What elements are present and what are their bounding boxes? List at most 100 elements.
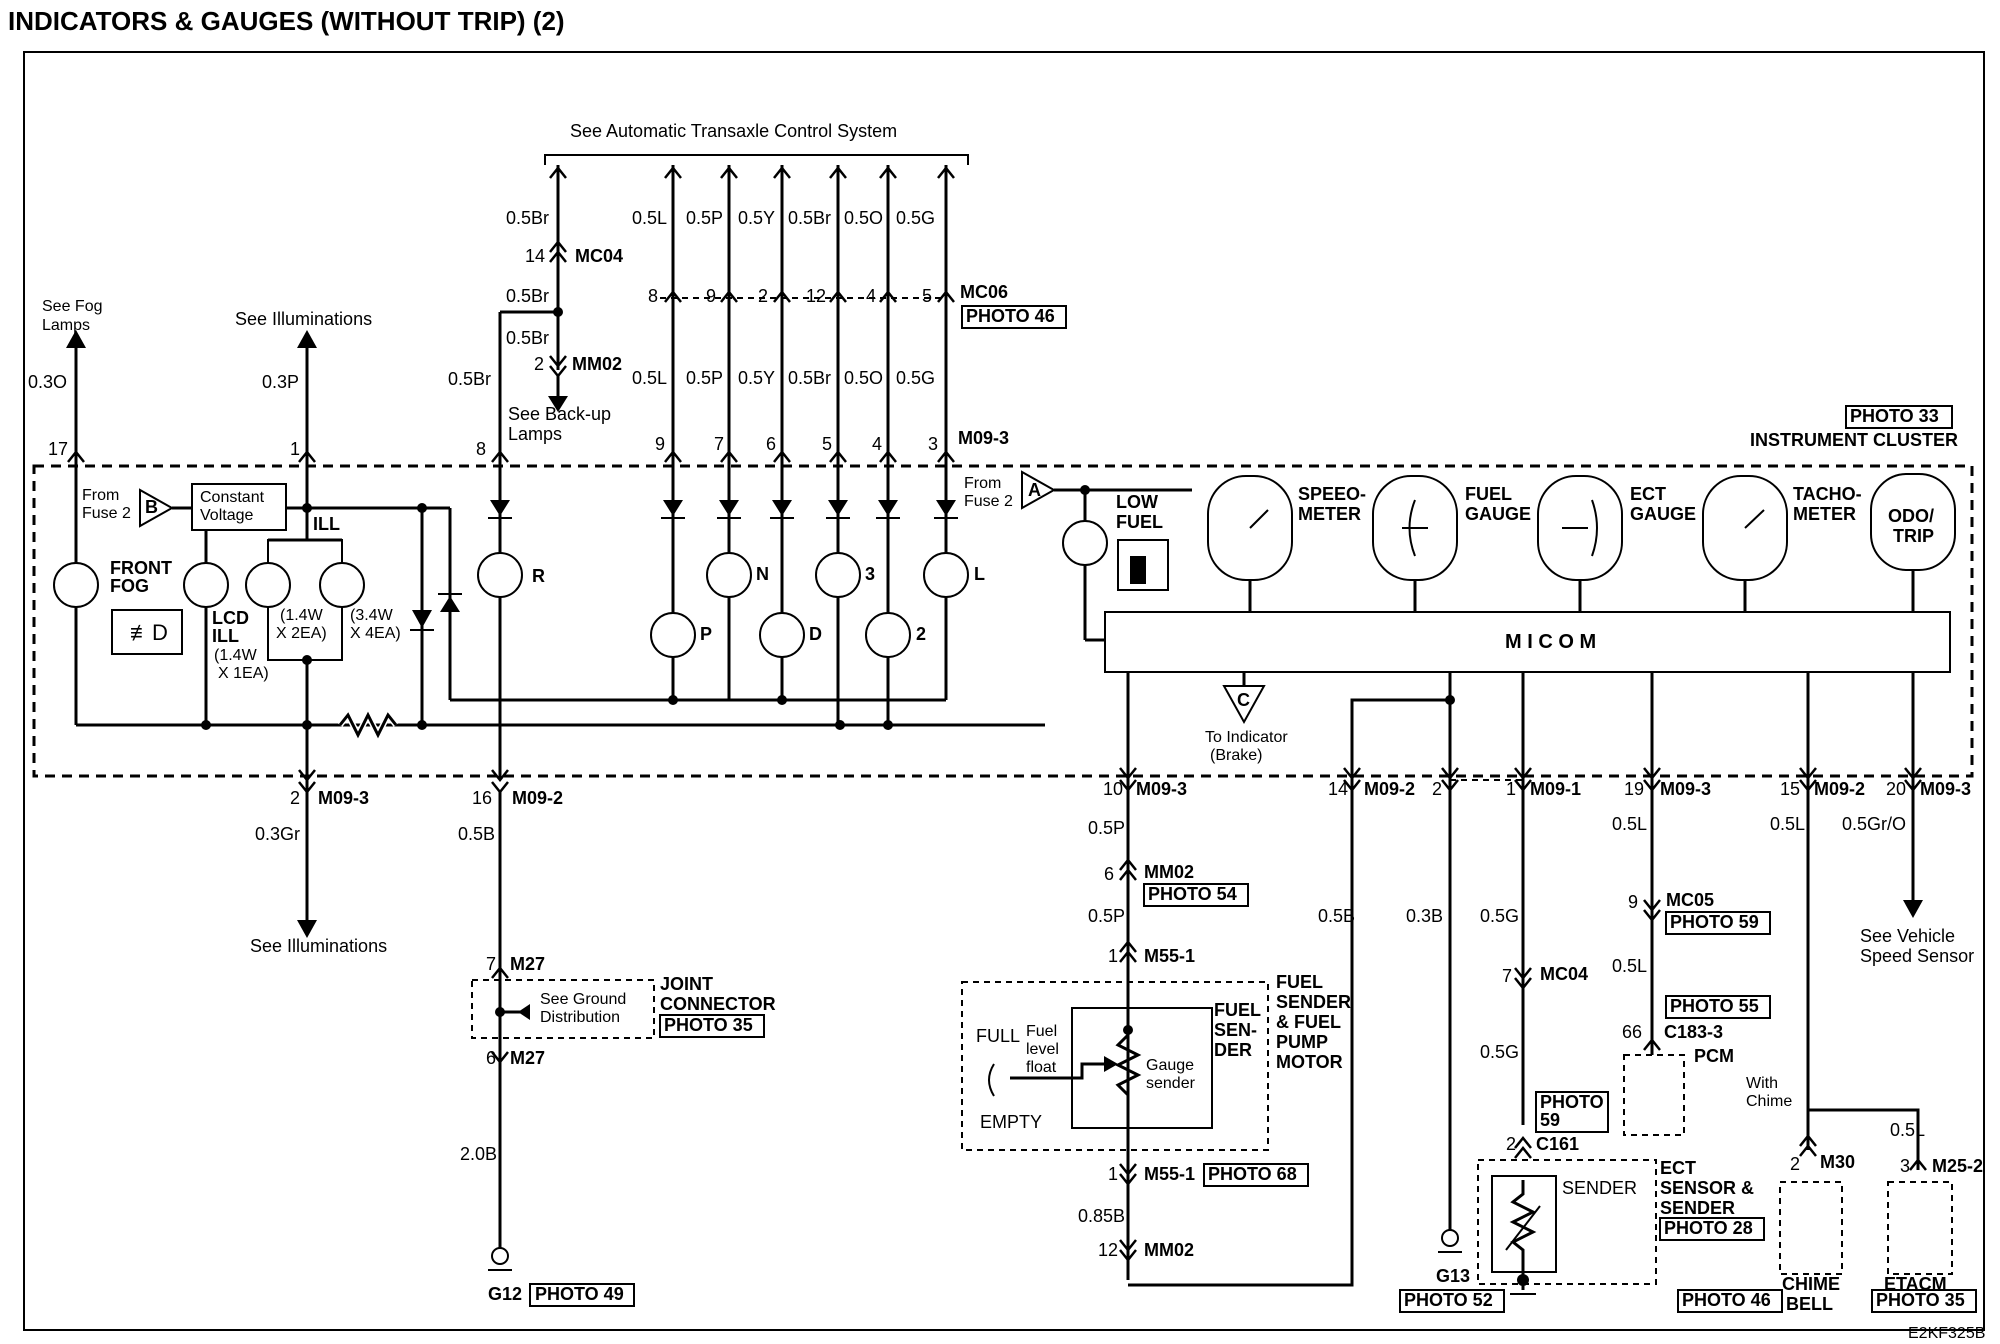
- low-fuel-lamp: [1062, 520, 1108, 566]
- float-label: Fuel: [1026, 1023, 1057, 1040]
- chime-bell-box: [1779, 1181, 1843, 1275]
- from-fuse-b: From: [82, 487, 119, 504]
- tri-c: [1222, 685, 1266, 725]
- mm02-lower: MM02: [1144, 862, 1194, 882]
- m25-2: M25-2: [1932, 1156, 1983, 1176]
- photo-55: PHOTO 55: [1670, 996, 1759, 1016]
- atcs-ref: See Automatic Transaxle Control System: [570, 121, 897, 141]
- pin-66: 66: [1622, 1022, 1642, 1042]
- fuel-pump-icon-box: [1117, 539, 1169, 591]
- photo-54: PHOTO 54: [1148, 884, 1237, 904]
- l05-pcm: 0.5L: [1612, 956, 1647, 976]
- l05-etacm: 0.5L: [1890, 1120, 1925, 1140]
- pin-1-m55-top: 1: [1108, 946, 1118, 966]
- m09-3-a: M09-3: [1136, 779, 1187, 799]
- indicator-d-label: D: [809, 624, 822, 644]
- pin-19: 19: [1624, 779, 1644, 799]
- micom-lower-connectors: [1119, 767, 1922, 793]
- photo-59-mc05: PHOTO 59: [1670, 912, 1759, 932]
- odo-trip-display: [1870, 473, 1956, 571]
- front-fog-lamp: [53, 562, 99, 608]
- page-title: INDICATORS & GAUGES (WITHOUT TRIP) (2): [8, 6, 565, 36]
- photo-35-joint: PHOTO 35: [664, 1015, 753, 1035]
- pcm-dashed-box: [1623, 1054, 1685, 1136]
- m09-3-top-pins: 9 7 6 5 4 3: [655, 434, 938, 454]
- photo-52: PHOTO 52: [1404, 1290, 1493, 1310]
- svg-text:3: 3: [928, 434, 938, 454]
- svg-text:5: 5: [922, 286, 932, 306]
- pin-7-mc04: 7: [1502, 966, 1512, 986]
- b05-right: 0.5B: [1318, 906, 1355, 926]
- lamp-14w: [245, 562, 291, 608]
- photo-59-mc05-box: [1665, 911, 1771, 935]
- pin-14-m09: 14: [1328, 779, 1348, 799]
- to-indicator-2: (Brake): [1210, 747, 1262, 764]
- b03-right: 0.3B: [1406, 906, 1443, 926]
- ill-label: ILL: [313, 514, 340, 534]
- speedometer-label: SPEEO-: [1298, 484, 1366, 504]
- g13-ground-icon: [1441, 1229, 1459, 1247]
- ect-gauge-label: ECT: [1630, 484, 1666, 504]
- indicator-2: [865, 612, 911, 658]
- pin-17: 17: [48, 439, 68, 459]
- tri-a-label: A: [1028, 480, 1041, 500]
- tri-b-label: B: [145, 497, 158, 517]
- pin-10: 10: [1103, 779, 1123, 799]
- resistor-zigzag: [338, 711, 398, 739]
- svg-text:0.5Y: 0.5Y: [738, 368, 775, 388]
- m27-top: M27: [510, 954, 545, 974]
- low-fuel-label: LOW: [1116, 492, 1158, 512]
- m09-3-c: M09-3: [1920, 779, 1971, 799]
- tachometer-needle: [1744, 509, 1765, 529]
- fog-wire-color: 0.3O: [28, 372, 67, 392]
- indicator-3: [815, 552, 861, 598]
- svg-text:0.5Br: 0.5Br: [788, 208, 831, 228]
- speedometer-needle: [1249, 509, 1269, 529]
- front-fog-label-2: FOG: [110, 576, 149, 596]
- fuel-sender-inner: [1071, 1007, 1213, 1129]
- float-swing-icon: [988, 1063, 995, 1097]
- chime-note-2: Chime: [1746, 1093, 1792, 1110]
- m27-bottom: M27: [510, 1048, 545, 1068]
- lamp-14-rating-2: X 2EA): [276, 625, 327, 642]
- photo-28-box: [1659, 1217, 1765, 1241]
- m27-connector-bottom: [491, 1051, 509, 1065]
- photo-54-box: [1143, 883, 1249, 907]
- indicator-n-label: N: [756, 564, 769, 584]
- illum-ref-top: See Illuminations: [235, 309, 372, 329]
- photo-49: PHOTO 49: [535, 1284, 624, 1304]
- svg-text:7: 7: [714, 434, 724, 454]
- svg-text:0.5Br: 0.5Br: [788, 368, 831, 388]
- lcd-ill-label: LCD: [212, 608, 249, 628]
- m27-connector-top: [491, 965, 509, 979]
- indicator-d: [759, 612, 805, 658]
- g12: G12: [488, 1284, 522, 1304]
- l05-right-b: 0.5L: [1770, 814, 1805, 834]
- photo-46-mc06: PHOTO 46: [966, 306, 1055, 326]
- joint-label-2: CONNECTOR: [660, 994, 776, 1014]
- svg-text:0.5O: 0.5O: [844, 368, 883, 388]
- empty-label: EMPTY: [980, 1112, 1042, 1132]
- lamp-14-rating: (1.4W: [280, 607, 324, 624]
- tri-a: [1021, 470, 1057, 510]
- speedometer-label-2: METER: [1298, 504, 1361, 524]
- atcs-wires: [549, 165, 955, 725]
- b085: 0.85B: [1078, 1206, 1125, 1226]
- pcm-label: PCM: [1694, 1046, 1734, 1066]
- m09-3-left-connector: [298, 769, 316, 795]
- indicator-p-label: P: [700, 624, 712, 644]
- m09-3-b: M09-3: [1660, 779, 1711, 799]
- indicator-p: [650, 612, 696, 658]
- br05-b: 0.5Br: [506, 286, 549, 306]
- photo-59-ect-box: [1535, 1091, 1609, 1133]
- mc05-connector: [1643, 899, 1661, 923]
- w-p15: [1806, 672, 1920, 1170]
- photo-52-box: [1399, 1289, 1505, 1313]
- constant-voltage: Constant: [200, 489, 265, 506]
- from-fuse-b-2: Fuse 2: [82, 505, 131, 522]
- g12-ground-icon: [491, 1247, 509, 1265]
- m09-3-top: M09-3: [958, 428, 1009, 448]
- g05-ect: 0.5G: [1480, 1042, 1519, 1062]
- fuel-sen-der-label-2: SEN-: [1214, 1020, 1257, 1040]
- float-label-2: level: [1026, 1041, 1059, 1058]
